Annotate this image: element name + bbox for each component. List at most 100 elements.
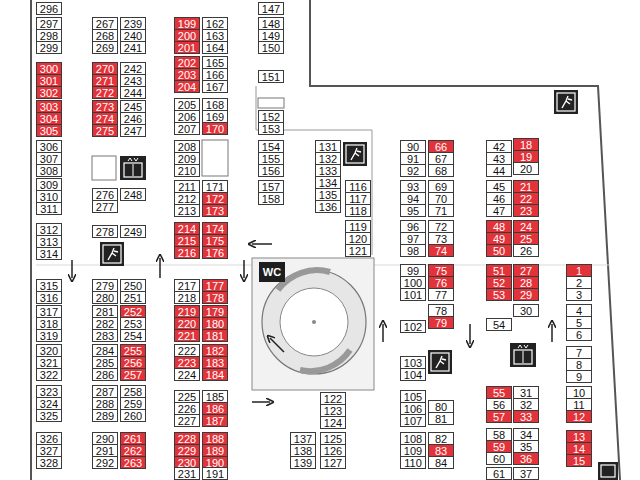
booth: 286 — [92, 368, 118, 381]
booth-reserved: 79 — [428, 316, 454, 329]
booth-number: 28 — [520, 278, 532, 288]
booth-number: 134 — [319, 178, 337, 188]
booth-number: 102 — [404, 322, 422, 332]
booth-number: 224 — [178, 370, 196, 380]
booth-number: 179 — [206, 307, 224, 317]
booth-number: 90 — [407, 142, 419, 152]
booth-number: 95 — [407, 206, 419, 216]
booth-number: 272 — [96, 88, 114, 98]
booth-number: 180 — [206, 319, 224, 329]
booth-number: 5 — [576, 318, 582, 328]
booth-number: 82 — [435, 434, 447, 444]
booth-number: 133 — [319, 166, 337, 176]
booth-number: 31 — [520, 388, 532, 398]
booth-number: 57 — [493, 412, 505, 422]
booth-number: 298 — [40, 31, 58, 41]
booth-reserved: 36 — [513, 452, 539, 465]
booth: 92 — [400, 164, 426, 177]
wall — [256, 86, 372, 255]
booth-number: 317 — [40, 307, 58, 317]
booth-number: 211 — [178, 182, 196, 192]
elevator-sign — [120, 156, 146, 180]
booth-number: 52 — [493, 278, 505, 288]
booth: 328 — [36, 456, 62, 469]
booth-number: 263 — [124, 458, 142, 468]
booth: 61 — [486, 467, 512, 480]
booth-reserved: 50 — [486, 244, 512, 257]
booth-number: 280 — [96, 293, 114, 303]
booth: 153 — [258, 122, 284, 135]
exit-sign — [103, 245, 121, 263]
booth-number: 164 — [206, 43, 224, 53]
booth-reserved: 178 — [202, 291, 228, 304]
booth-number: 154 — [262, 142, 280, 152]
booth-number: 205 — [178, 100, 196, 110]
booth-number: 326 — [40, 434, 58, 444]
booth-number: 66 — [435, 142, 447, 152]
booth-number: 178 — [206, 293, 224, 303]
booth-number: 227 — [178, 416, 196, 426]
booth-number: 104 — [404, 370, 422, 380]
booth-number: 199 — [178, 19, 196, 29]
booth-number: 256 — [124, 358, 142, 368]
booth-number: 244 — [124, 88, 142, 98]
exit-sign — [428, 350, 452, 374]
booth-number: 219 — [178, 307, 196, 317]
booth-number: 289 — [96, 411, 114, 421]
booth-number: 226 — [178, 404, 196, 414]
booth: 47 — [486, 204, 512, 217]
booth-number: 174 — [206, 224, 224, 234]
booth: 81 — [428, 412, 454, 425]
booth-number: 260 — [124, 411, 142, 421]
booth: 139 — [290, 456, 316, 469]
booth-number: 239 — [124, 19, 142, 29]
booth-number: 225 — [178, 392, 196, 402]
booth-number: 307 — [40, 154, 58, 164]
booth: 30 — [513, 304, 539, 317]
booth-number: 203 — [178, 70, 196, 80]
booth-number: 182 — [206, 346, 224, 356]
booth-number: 103 — [404, 358, 422, 368]
booth-number: 97 — [407, 234, 419, 244]
booth-number: 262 — [124, 446, 142, 456]
booth: 118 — [345, 204, 371, 217]
booth-reserved: 23 — [513, 204, 539, 217]
booth: 314 — [36, 247, 62, 260]
booth-number: 1 — [576, 266, 582, 276]
booth-number: 217 — [178, 281, 196, 291]
booth-number: 58 — [493, 430, 505, 440]
booth: 110 — [400, 456, 426, 469]
booth-reserved: 15 — [566, 454, 592, 467]
booth-number: 267 — [96, 19, 114, 29]
exit-sign — [346, 145, 364, 163]
booth-number: 241 — [124, 43, 142, 53]
booth: 224 — [174, 368, 200, 381]
elevator-sign — [510, 343, 536, 367]
booth-number: 29 — [520, 290, 532, 300]
booth-number: 30 — [520, 306, 532, 316]
booth-number: 91 — [407, 154, 419, 164]
booth-number: 184 — [206, 370, 224, 380]
booth: 6 — [566, 328, 592, 341]
booth: 156 — [258, 164, 284, 177]
booth-number: 125 — [324, 434, 342, 444]
booth-number: 214 — [178, 224, 196, 234]
booth: 20 — [513, 162, 539, 175]
booth-number: 24 — [520, 222, 532, 232]
booth-number: 313 — [40, 237, 58, 247]
booth-reserved: 29 — [513, 288, 539, 301]
booth-number: 209 — [178, 154, 196, 164]
booth-number: 80 — [435, 402, 447, 412]
booth-number: 93 — [407, 182, 419, 192]
booth-number: 152 — [262, 112, 280, 122]
booth-number: 202 — [178, 58, 196, 68]
wc-sign: WC — [259, 262, 285, 282]
booth-reserved: 272 — [92, 86, 118, 99]
booth-number: 25 — [520, 234, 532, 244]
booth-number: 34 — [520, 430, 532, 440]
exit-sign — [343, 142, 367, 166]
booth-number: 138 — [294, 446, 312, 456]
booth-number: 251 — [124, 293, 142, 303]
booth-number: 183 — [206, 358, 224, 368]
